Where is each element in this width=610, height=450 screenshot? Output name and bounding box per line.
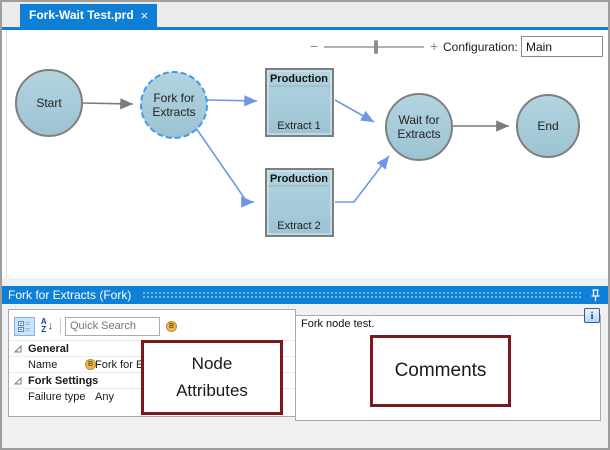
property-panel-title: Fork for Extracts (Fork) (8, 288, 132, 302)
comments-text: Fork node test. (301, 318, 375, 330)
property-panel-header[interactable]: Fork for Extracts (Fork) (2, 286, 608, 304)
canvas-toolbar: − + Configuration: (2, 30, 608, 60)
node-start[interactable] (15, 69, 83, 137)
node-end[interactable] (516, 94, 580, 158)
info-icon[interactable]: i (584, 308, 600, 323)
sort-alphabetical-button[interactable]: A Z ↓ (37, 317, 57, 336)
zoom-out-button[interactable]: − (310, 38, 319, 54)
property-value[interactable]: Any (95, 391, 114, 403)
sort-arrow-icon: ↓ (47, 319, 54, 332)
expander-icon[interactable] (14, 377, 22, 385)
node-fork-label-line1: Fork for (153, 91, 194, 105)
tab-title: Fork-Wait Test.prd (29, 8, 134, 22)
node-fork[interactable] (140, 71, 208, 139)
zoom-slider-handle[interactable] (374, 40, 378, 54)
node-extract2-name: Extract 2 (277, 220, 320, 232)
node-attributes-callout: Node Attributes (141, 340, 283, 415)
property-grid-toolbar: A Z ↓ B (9, 310, 295, 338)
node-wait[interactable] (385, 93, 453, 161)
configuration-label: Configuration: (443, 40, 518, 54)
zoom-in-button[interactable]: + (430, 38, 439, 54)
connector-start-fork[interactable] (81, 98, 134, 110)
node-attributes-callout-line1: Node (191, 354, 233, 374)
configuration-input[interactable] (521, 36, 603, 57)
node-wait-label-line1: Wait for (399, 113, 440, 127)
categorize-view-button[interactable] (14, 316, 35, 336)
category-label: General (28, 343, 69, 355)
node-start-label: Start (36, 96, 62, 110)
expander-icon[interactable] (14, 345, 22, 353)
node-end-label: End (537, 119, 558, 133)
categorized-icon (18, 320, 30, 332)
node-wait-label-line2: Extracts (397, 127, 440, 141)
canvas-edge-line (6, 30, 7, 278)
tab-close-icon[interactable]: × (140, 8, 149, 23)
quick-search-input[interactable] (65, 316, 160, 336)
property-panel-body: A Z ↓ B General Name B (2, 304, 608, 448)
panel-header-dots (142, 291, 582, 299)
b-badge-icon: B (85, 359, 96, 370)
node-extract1-header: Production (270, 73, 328, 85)
tab-fork-wait-test[interactable]: Fork-Wait Test.prd × (20, 4, 158, 27)
node-attributes-callout-line2: Attributes (176, 380, 248, 400)
property-label: Failure type (28, 391, 86, 403)
node-extract2[interactable]: Production Extract 2 (265, 168, 334, 237)
property-label: Name (28, 359, 58, 371)
node-extract1[interactable]: Production Extract 1 (265, 68, 334, 137)
connector-extract1-wait[interactable] (334, 99, 375, 123)
connector-extract2-wait[interactable] (335, 155, 390, 203)
toolbar-separator (60, 318, 61, 334)
comments-callout-label: Comments (394, 360, 487, 381)
comments-callout: Comments (370, 335, 511, 407)
tab-accent-strip (2, 27, 608, 30)
connector-fork-extract2[interactable] (195, 127, 254, 208)
b-badge-icon: B (166, 320, 177, 332)
node-extract2-header: Production (270, 173, 328, 185)
connector-fork-extract1[interactable] (206, 95, 258, 107)
pin-icon[interactable] (590, 289, 601, 302)
node-fork-label-line2: Extracts (152, 105, 195, 119)
zoom-slider[interactable] (324, 40, 424, 54)
category-label: Fork Settings (28, 375, 99, 387)
az-sort-icon: A Z (40, 317, 47, 334)
node-extract1-name: Extract 1 (277, 120, 320, 132)
workflow-diagram: Start Fork for Extracts Production Extra… (15, 68, 580, 237)
tab-bar: Fork-Wait Test.prd × (2, 2, 608, 27)
canvas-panel-gap (2, 278, 608, 286)
design-canvas[interactable]: − + Configuration: (2, 30, 608, 278)
